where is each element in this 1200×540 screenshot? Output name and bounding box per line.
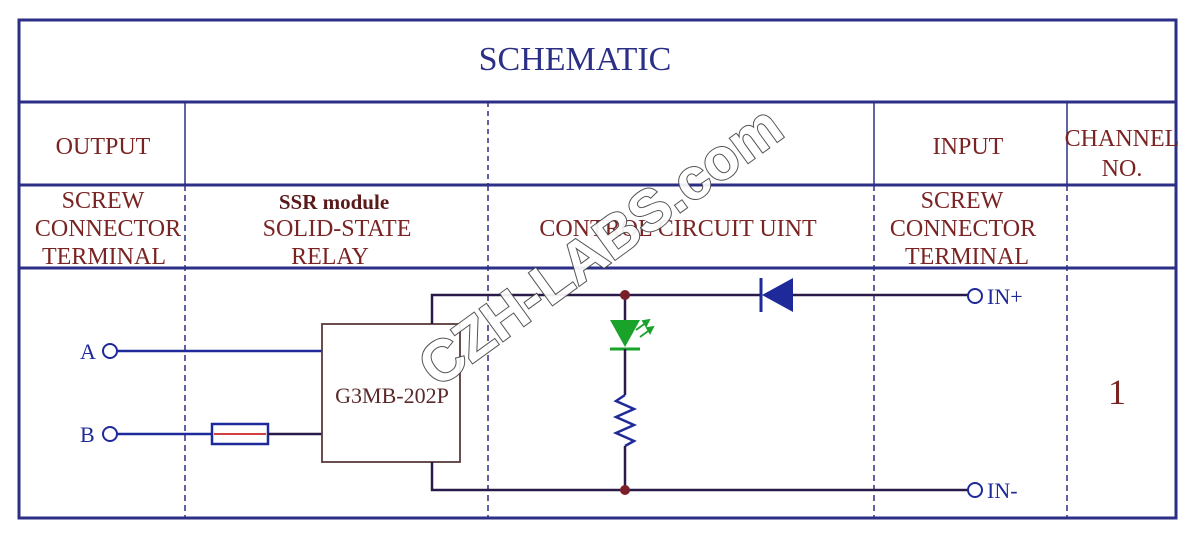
subheader-ssr-line2: RELAY — [291, 244, 369, 270]
terminal-in-minus — [967, 482, 983, 498]
channel-number: 1 — [1108, 372, 1126, 412]
subheader-output-line3: TERMINAL — [42, 244, 166, 270]
subheader-input-line2: CONNECTOR — [890, 216, 1036, 242]
header-input: INPUT — [933, 134, 1004, 160]
wire-relay-minus — [430, 462, 625, 492]
table-frame — [17, 18, 1178, 520]
subheader-output-line2: CONNECTOR — [35, 216, 181, 242]
junction-node-top — [620, 290, 630, 300]
pin-in-minus-label: IN- — [987, 478, 1018, 503]
led-emission-arrows — [635, 318, 655, 338]
relay-part-number: G3MB-202P — [335, 383, 449, 408]
subheader-input-line1: SCREW — [921, 188, 1004, 214]
header-output: OUTPUT — [56, 134, 151, 160]
diode-icon — [762, 278, 793, 312]
led-icon — [610, 320, 640, 347]
pin-b-label: B — [80, 422, 95, 447]
relay-body — [321, 323, 461, 463]
pin-a-label: A — [80, 339, 96, 364]
terminal-in-plus — [967, 288, 983, 304]
schematic-title: SCHEMATIC — [479, 41, 672, 78]
terminal-a — [102, 343, 118, 359]
junction-node-bottom — [620, 485, 630, 495]
wire-relay-plus — [430, 293, 625, 324]
subheader-control: CONTROL CIRCUIT UINT — [539, 216, 817, 242]
pin-in-plus-label: IN+ — [987, 284, 1023, 309]
terminal-b — [102, 426, 118, 442]
resistor-icon — [612, 393, 638, 448]
subheader-output-line1: SCREW — [62, 188, 145, 214]
subheader-input-line3: TERMINAL — [905, 244, 1029, 270]
watermark-text: CZH-LABS.com — [407, 93, 795, 399]
subheader-ssr-line1: SOLID-STATE — [263, 216, 412, 242]
subheader-ssr-title: SSR module — [279, 190, 389, 214]
header-channel-line2: NO. — [1102, 156, 1143, 182]
header-channel-line1: CHANNEL — [1065, 126, 1180, 152]
